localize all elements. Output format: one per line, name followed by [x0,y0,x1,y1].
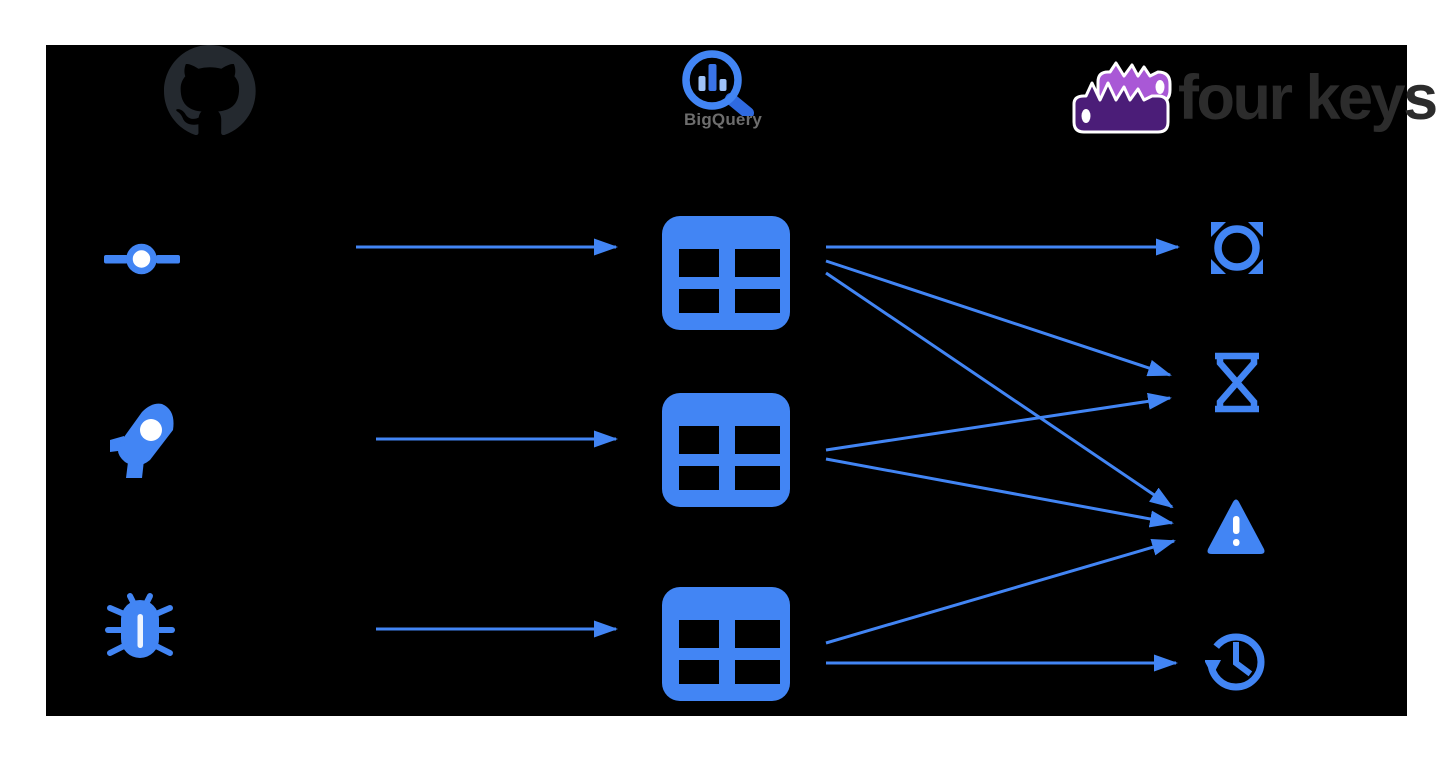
deployment-frequency-icon [1211,222,1263,274]
bug-icon [105,593,175,658]
bigquery-table-icon [662,587,790,701]
bigquery-label: BigQuery [683,110,763,129]
time-to-restore-icon [1205,633,1265,691]
change-failure-icon [1207,499,1265,554]
bigquery-table-icon [662,393,790,507]
commit-icon [104,243,180,275]
lead-time-icon [1215,352,1259,413]
bigquery-magnifier-icon [682,50,754,116]
fourkeys-wordmark: four keys [1178,63,1438,133]
four-keys-icon [1072,61,1172,134]
github-octocat-icon [164,44,256,136]
bigquery-table-icon [662,216,790,330]
rocket-icon [110,403,174,478]
